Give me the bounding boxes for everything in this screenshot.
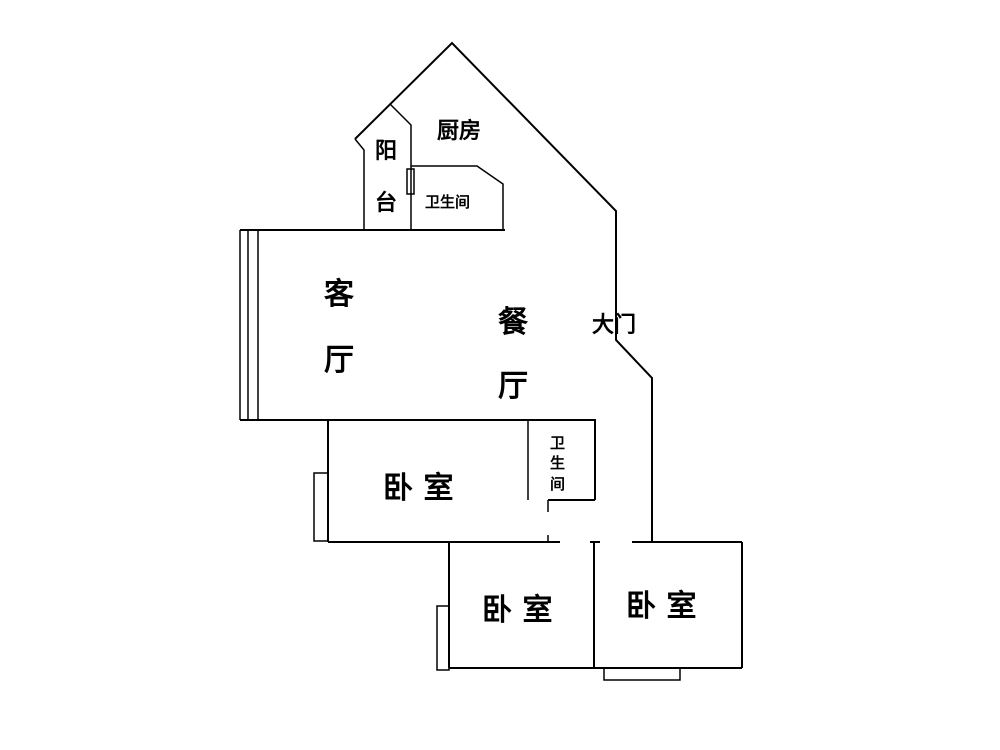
label-dining-1: 餐 [498,305,529,340]
label-living-2: 厅 [324,343,354,378]
label-bathroom-mid-1: 卫 [550,434,565,452]
label-bedroom-1: 卧 室 [383,471,453,506]
label-entrance: 大门 [592,312,636,338]
label-bedroom-2: 卧 室 [482,593,552,628]
label-bedroom-3: 卧 室 [626,589,696,624]
label-balcony-2: 台 [375,190,397,216]
label-dining-2: 厅 [498,369,528,404]
bathroom-door [406,168,415,195]
walls [239,41,743,681]
label-bathroom-mid-2: 生 [550,454,565,472]
label-bathroom-mid-3: 间 [550,475,565,493]
label-balcony-1: 阳 [375,139,397,164]
label-living-1: 客 [324,277,354,312]
window [603,667,681,681]
window [436,605,450,671]
window [313,472,329,542]
label-kitchen: 厨房 [437,118,481,144]
label-bathroom-top: 卫生间 [425,193,470,211]
